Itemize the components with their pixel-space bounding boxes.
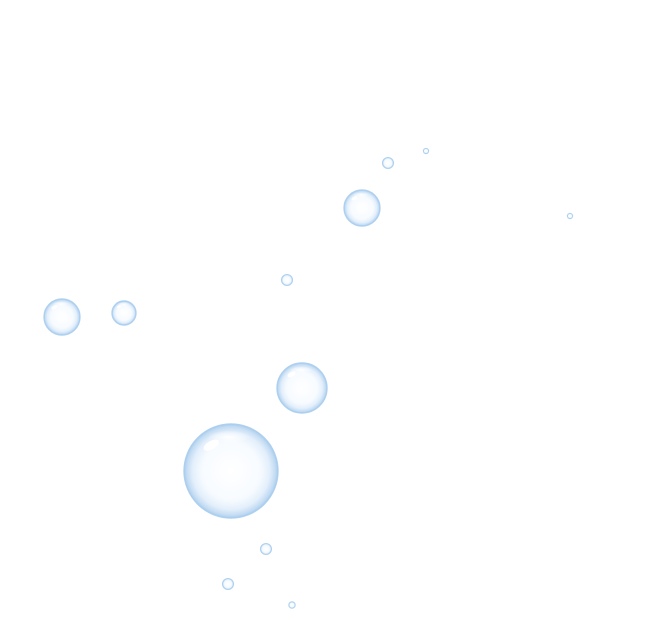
bubble-shine bbox=[203, 439, 219, 451]
bubble-body bbox=[566, 212, 574, 220]
bubble-shine bbox=[351, 195, 358, 201]
bubble bbox=[343, 189, 381, 227]
bubble bbox=[183, 423, 279, 519]
bubble-body bbox=[288, 601, 296, 609]
bubble-body bbox=[381, 156, 395, 170]
bubble bbox=[259, 542, 273, 556]
bubble-shine bbox=[51, 304, 58, 310]
bubble-body bbox=[259, 542, 273, 556]
bubble-shine bbox=[287, 371, 296, 378]
bubble bbox=[276, 362, 328, 414]
bubble bbox=[422, 147, 430, 155]
bubble bbox=[111, 300, 137, 326]
bubble bbox=[288, 601, 296, 609]
bubble bbox=[381, 156, 395, 170]
bubble bbox=[566, 212, 574, 220]
bubble-body bbox=[280, 273, 294, 287]
bubble-shine bbox=[117, 304, 121, 308]
bubble bbox=[221, 577, 235, 591]
bubble bbox=[280, 273, 294, 287]
bubble-body bbox=[422, 147, 430, 155]
bubble bbox=[43, 298, 81, 336]
bubble-body bbox=[221, 577, 235, 591]
